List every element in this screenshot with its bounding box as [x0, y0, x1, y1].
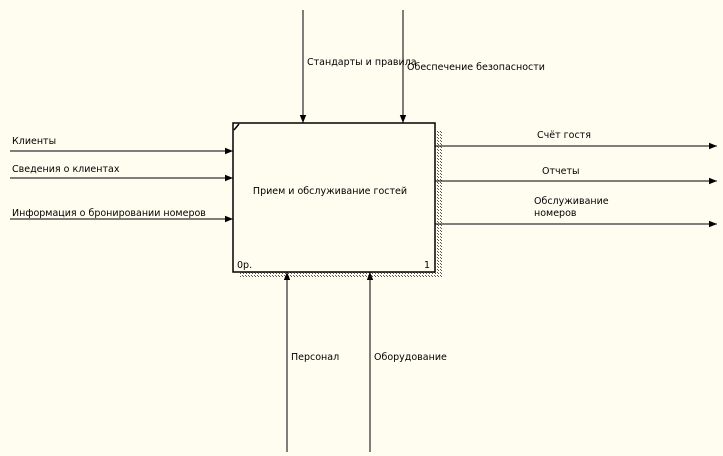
activity-box-shadow-bottom [240, 272, 442, 278]
input-label-clients: Клиенты [12, 136, 56, 147]
activity-cost: 0р. [237, 260, 252, 271]
input-label-booking-info: Информация о бронировании номеров [12, 208, 206, 219]
control-label-security: Обеспечение безопасности [407, 62, 545, 73]
activity-number: 1 [424, 260, 430, 271]
mechanism-label-staff: Персонал [291, 352, 339, 363]
activity-corner-mark [233, 123, 240, 131]
input-label-client-info: Сведения о клиентах [12, 164, 120, 175]
activity-box[interactable] [232, 122, 436, 273]
output-label-guest-bill: Счёт гостя [537, 130, 591, 141]
activity-title[interactable]: Прием и обслуживание гостей [253, 186, 407, 197]
mechanism-label-equipment: Оборудование [374, 352, 447, 363]
output-label-reports: Отчеты [542, 166, 580, 177]
output-label-room-service-line2: номеров [534, 208, 577, 219]
output-label-room-service-line1: Обслуживание [534, 196, 609, 207]
activity-box-shadow-right [436, 130, 442, 278]
control-label-standards: Стандарты и правила [307, 57, 417, 68]
